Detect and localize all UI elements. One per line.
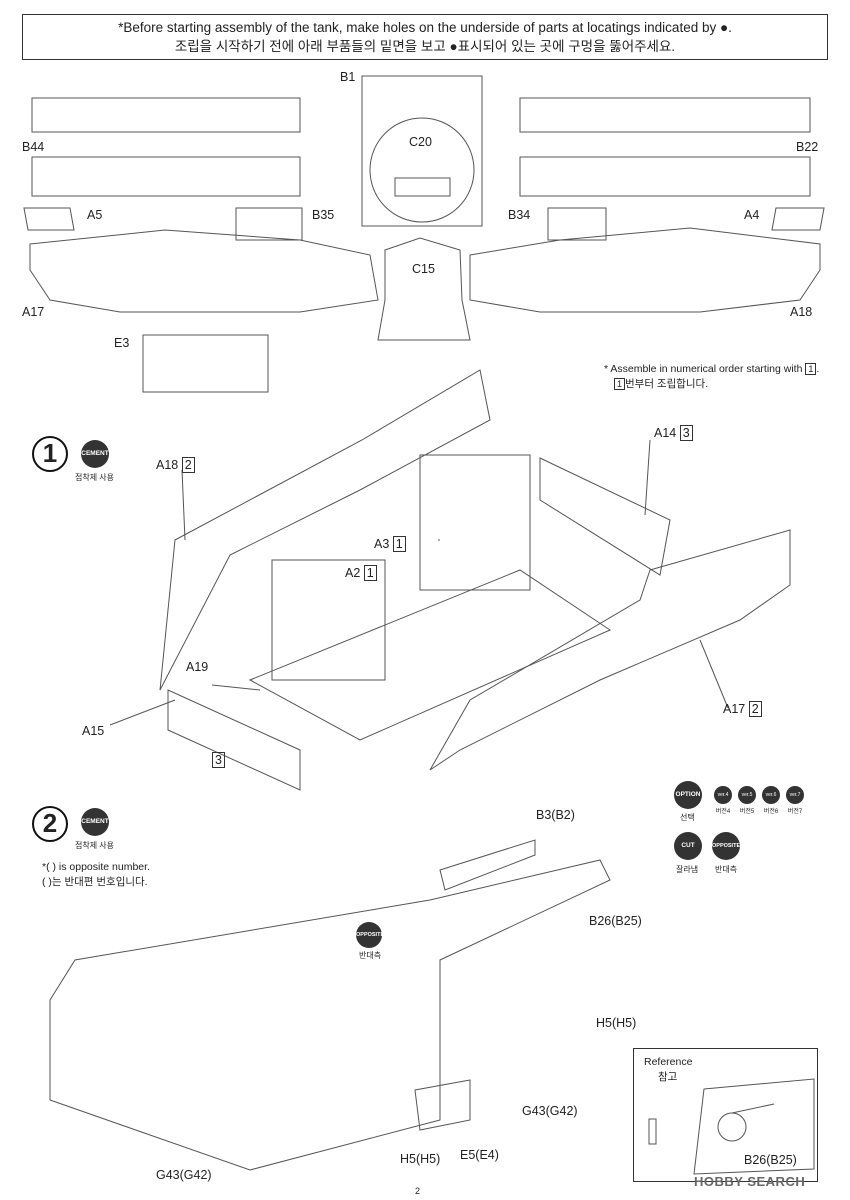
cement-icon: CEMENT bbox=[81, 440, 109, 468]
part-b1-outline bbox=[361, 75, 483, 227]
reference-title: Reference 참고 bbox=[644, 1056, 693, 1083]
label-b1: B1 bbox=[340, 70, 356, 84]
cut-icon: CUT bbox=[674, 832, 702, 860]
label-a2: A2 1 bbox=[345, 565, 377, 581]
label-a4: A4 bbox=[744, 208, 760, 222]
label-a18-step1: A18 2 bbox=[156, 457, 195, 473]
part-c20-circle bbox=[369, 117, 475, 223]
banner-korean: 조립을 시작하기 전에 아래 부품들의 밑면을 보고 ●표시되어 있는 곳에 구… bbox=[174, 39, 676, 54]
watermark: HOBBY SEARCH bbox=[694, 1174, 806, 1189]
part-a5 bbox=[23, 207, 75, 231]
option-caption: 선택 bbox=[680, 813, 695, 822]
part-e3 bbox=[142, 334, 269, 393]
part-b35 bbox=[235, 207, 303, 241]
cut-caption: 잘라냄 bbox=[676, 865, 699, 874]
label-a17: A17 bbox=[22, 305, 45, 319]
part-a18-side bbox=[469, 227, 821, 313]
order-note-box-ko: 1 bbox=[614, 378, 626, 390]
part-b44-top bbox=[31, 97, 301, 133]
label-b44: B44 bbox=[22, 140, 45, 154]
instruction-banner: *Before starting assembly of the tank, m… bbox=[22, 14, 828, 60]
label-a19: A19 bbox=[186, 660, 209, 674]
part-b44 bbox=[31, 156, 301, 197]
step1-hull-left bbox=[159, 369, 491, 691]
reference-part-label: B26(B25) bbox=[744, 1153, 797, 1167]
label-a15-step: 3 bbox=[212, 752, 225, 768]
label-e3: E3 bbox=[114, 336, 130, 350]
order-note-en: * Assemble in numerical order starting w… bbox=[604, 363, 803, 375]
label-a18: A18 bbox=[790, 305, 813, 319]
part-a14 bbox=[539, 457, 671, 576]
part-a17-step1 bbox=[429, 529, 791, 771]
reference-drawing bbox=[648, 1078, 815, 1175]
order-note-box: 1 bbox=[805, 363, 817, 375]
part-a17-side bbox=[29, 229, 379, 313]
label-b22: B22 bbox=[796, 140, 819, 154]
label-a3: A3 1 bbox=[374, 536, 406, 552]
label-g43-right: G43(G42) bbox=[522, 1104, 578, 1118]
cement-caption-2: 접착제 사용 bbox=[75, 841, 115, 850]
label-e5: E5(E4) bbox=[460, 1148, 499, 1162]
option-icon: OPTION bbox=[674, 781, 702, 809]
part-b3 bbox=[439, 839, 536, 891]
version-4-icon: ver.4 bbox=[714, 786, 732, 804]
part-a2-panel bbox=[271, 559, 386, 681]
version-5-caption: 버전5 bbox=[739, 809, 755, 815]
label-a5: A5 bbox=[87, 208, 103, 222]
step1-floor bbox=[248, 569, 612, 741]
version-7-caption: 버전7 bbox=[787, 809, 803, 815]
label-b34: B34 bbox=[508, 208, 531, 222]
opposite-icon: OPPOSITE bbox=[356, 922, 384, 948]
label-a17-step1: A17 2 bbox=[723, 701, 762, 717]
version-4-caption: 버전4 bbox=[715, 809, 731, 815]
label-a15: A15 bbox=[82, 724, 105, 738]
opposite-note: *( ) is opposite number. ( )는 반대편 번호입니다. bbox=[42, 861, 150, 888]
reference-box: Reference 참고 B26(B25) bbox=[633, 1048, 818, 1182]
label-h5-left: H5(H5) bbox=[400, 1152, 441, 1166]
part-c15 bbox=[377, 237, 471, 341]
part-b22 bbox=[519, 156, 811, 197]
version-6-icon: ver.6 bbox=[762, 786, 780, 804]
opposite-icon-2: OPPOSITE bbox=[712, 832, 740, 860]
banner-english: *Before starting assembly of the tank, m… bbox=[118, 20, 732, 35]
label-h5-right: H5(H5) bbox=[596, 1016, 637, 1030]
label-b26: B26(B25) bbox=[589, 914, 642, 928]
label-b35: B35 bbox=[312, 208, 335, 222]
part-a4 bbox=[771, 207, 825, 231]
opposite-caption: 반대측 bbox=[359, 951, 382, 960]
step-1-number: 1 bbox=[32, 436, 68, 472]
label-b3: B3(B2) bbox=[536, 808, 575, 822]
page-number: 2 bbox=[415, 1186, 421, 1196]
order-note-ko: 번부터 조립합니다. bbox=[625, 378, 709, 390]
label-g43-left: G43(G42) bbox=[156, 1168, 212, 1182]
label-c15: C15 bbox=[412, 262, 435, 276]
order-note: * Assemble in numerical order starting w… bbox=[604, 363, 820, 390]
part-a15 bbox=[167, 689, 301, 791]
cement-caption: 접착제 사용 bbox=[75, 473, 115, 482]
cement-icon-2: CEMENT bbox=[81, 808, 109, 836]
label-c20: C20 bbox=[409, 135, 432, 149]
opposite-caption-2: 반대측 bbox=[715, 865, 738, 874]
part-a3-panel bbox=[419, 454, 531, 591]
label-a14: A14 3 bbox=[654, 425, 693, 441]
step2-hull bbox=[49, 859, 611, 1171]
step-2-number: 2 bbox=[32, 806, 68, 842]
version-5-icon: ver.5 bbox=[738, 786, 756, 804]
part-b34 bbox=[547, 207, 607, 241]
part-e5 bbox=[414, 1079, 471, 1131]
version-6-caption: 버전6 bbox=[763, 809, 779, 815]
version-7-icon: ver.7 bbox=[786, 786, 804, 804]
